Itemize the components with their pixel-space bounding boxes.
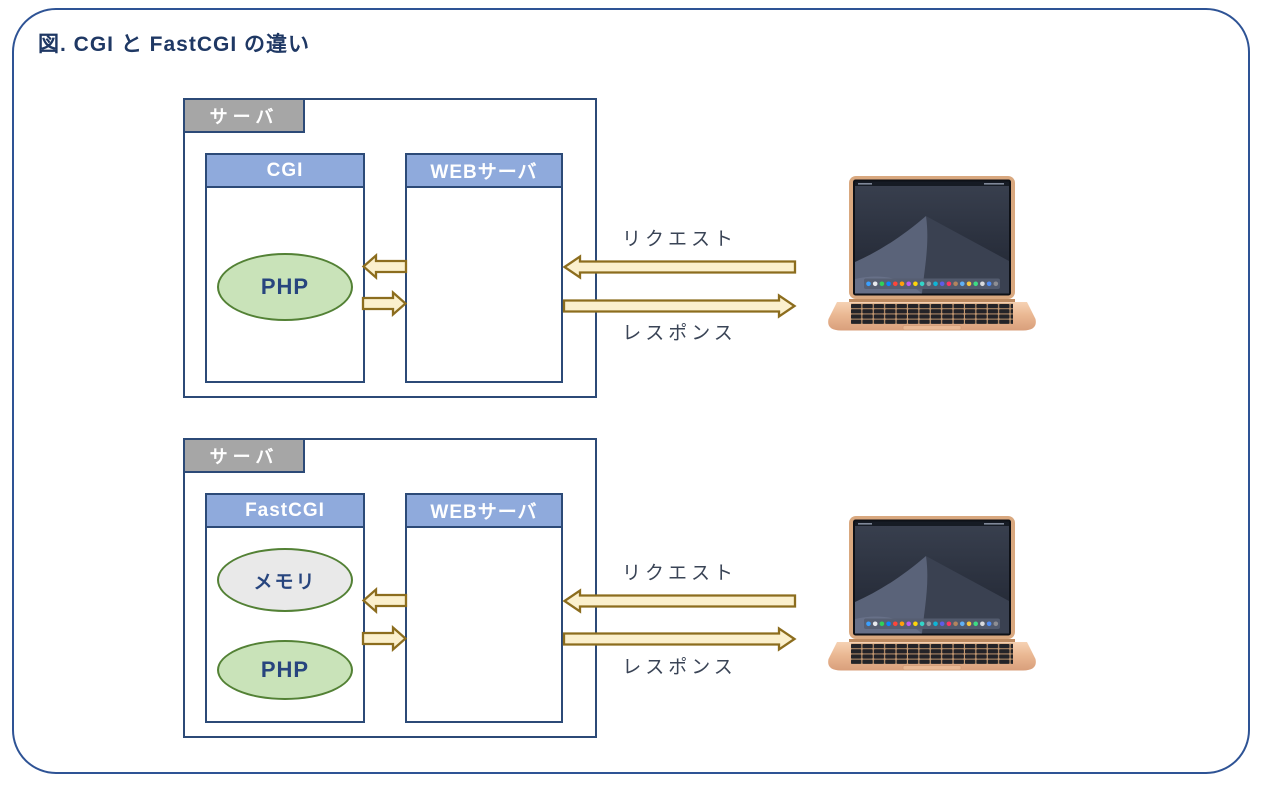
figure-frame (12, 8, 1250, 774)
cgi-to-web-arrow-icon (361, 289, 408, 318)
server-tab: サーバ (183, 98, 305, 133)
cgi-box-header: CGI (207, 155, 363, 188)
request-arrow-icon (562, 588, 797, 614)
server-box-cgi: サーバ CGI PHP WEBサーバ (183, 98, 597, 398)
web-server-box: WEBサーバ (405, 153, 563, 383)
web-server-box-header: WEBサーバ (407, 155, 561, 188)
server-box-fastcgi: サーバ FastCGI メモリ PHP WEBサーバ (183, 438, 597, 738)
request-label: リクエスト (621, 229, 737, 250)
response-arrow-icon (562, 626, 797, 652)
server-tab: サーバ (183, 438, 305, 473)
web-server-box: WEBサーバ (405, 493, 563, 723)
client-laptop-image (826, 176, 1038, 338)
fastcgi-to-web-arrow-icon (361, 624, 408, 653)
web-to-fastcgi-arrow-icon (361, 586, 408, 615)
php-ellipse: PHP (217, 640, 353, 700)
web-server-box-header: WEBサーバ (407, 495, 561, 528)
request-arrow-icon (562, 254, 797, 280)
memory-ellipse: メモリ (217, 548, 353, 612)
fastcgi-box: FastCGI メモリ PHP (205, 493, 365, 723)
web-to-cgi-arrow-icon (361, 252, 408, 281)
php-ellipse: PHP (217, 253, 353, 321)
response-label: レスポンス (622, 657, 737, 678)
client-laptop-image (826, 516, 1038, 678)
cgi-box: CGI PHP (205, 153, 365, 383)
fastcgi-box-header: FastCGI (207, 495, 363, 528)
request-label: リクエスト (621, 563, 737, 584)
response-arrow-icon (562, 293, 797, 319)
response-label: レスポンス (622, 323, 737, 344)
figure-title: 図. CGI と FastCGI の違い (38, 33, 311, 56)
